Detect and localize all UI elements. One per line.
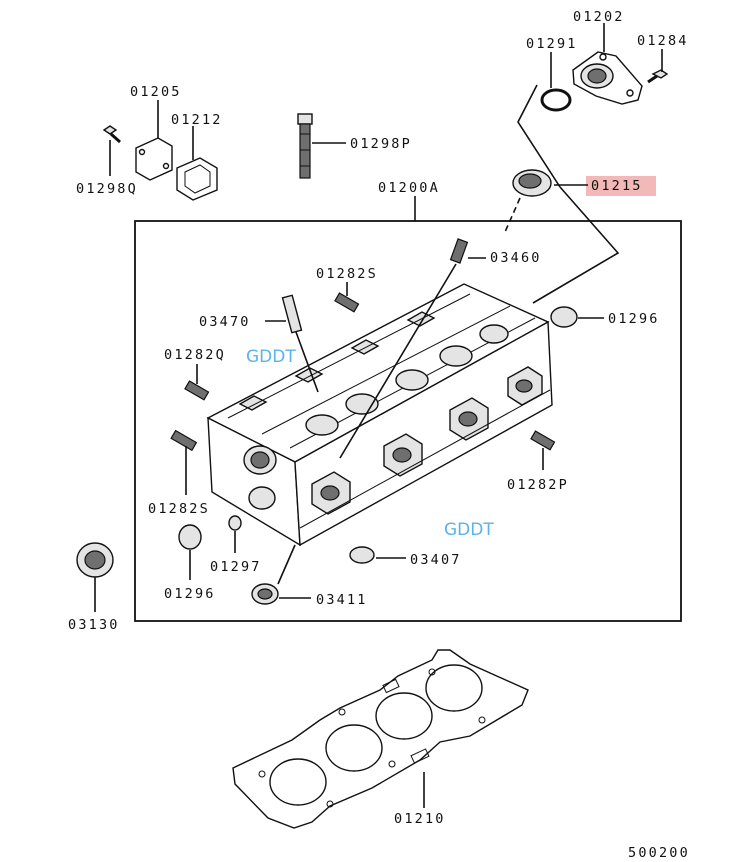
watermark-gddt-2: GDDT xyxy=(444,520,494,540)
label-01298Q: 01298Q xyxy=(76,181,138,197)
label-03130: 03130 xyxy=(68,617,120,633)
stud-01282S-top[interactable] xyxy=(334,292,360,313)
label-03470: 03470 xyxy=(199,314,251,330)
stud-01282P[interactable] xyxy=(530,430,556,451)
head-gasket-01210[interactable] xyxy=(232,649,529,829)
label-03460: 03460 xyxy=(490,250,542,266)
oil-seal-01215[interactable] xyxy=(512,169,552,197)
label-01284: 01284 xyxy=(637,33,689,49)
label-01210: 01210 xyxy=(394,811,446,827)
label-01282Q: 01282Q xyxy=(164,347,226,363)
label-01215: 01215 xyxy=(591,178,643,194)
label-01296-right: 01296 xyxy=(608,311,660,327)
plug-01297[interactable] xyxy=(228,515,242,531)
label-03407: 03407 xyxy=(410,552,462,568)
plug-01296-left[interactable] xyxy=(178,524,202,550)
cover-plate-01205[interactable] xyxy=(135,137,173,181)
bolt-01298P[interactable] xyxy=(297,113,313,179)
label-01297: 01297 xyxy=(210,559,262,575)
stud-03460[interactable] xyxy=(449,238,469,264)
oil-seal-03130[interactable] xyxy=(76,542,114,578)
stud-01282S-bottom[interactable] xyxy=(170,429,198,452)
label-03411: 03411 xyxy=(316,592,368,608)
label-01282S-bottom: 01282S xyxy=(148,501,210,517)
part-highlight-01215 xyxy=(586,176,656,196)
label-01298P: 01298P xyxy=(350,136,412,152)
seal-03411[interactable] xyxy=(251,583,279,605)
label-01291: 01291 xyxy=(526,36,578,52)
label-01205: 01205 xyxy=(130,84,182,100)
water-outlet-fitting-01202[interactable] xyxy=(572,51,643,105)
gasket-01212[interactable] xyxy=(176,157,218,201)
bolt-01298Q[interactable] xyxy=(102,125,121,144)
seal-03407[interactable] xyxy=(349,546,375,564)
watermark-gddt-1: GDDT xyxy=(246,347,296,367)
label-01282S-top: 01282S xyxy=(316,266,378,282)
dowel-03470[interactable] xyxy=(281,294,303,334)
label-01202: 01202 xyxy=(573,9,625,25)
label-01282P: 01282P xyxy=(507,477,569,493)
o-ring-01291[interactable] xyxy=(540,88,572,112)
label-01200A: 01200A xyxy=(378,180,440,196)
label-01296-left: 01296 xyxy=(164,586,216,602)
cylinder-head-01200A[interactable] xyxy=(206,283,553,547)
label-01212: 01212 xyxy=(171,112,223,128)
stud-01282Q[interactable] xyxy=(184,380,210,401)
cylinder-head-assembly-frame xyxy=(134,220,682,622)
plug-01296-right[interactable] xyxy=(550,306,578,328)
diagram-code: 500200 xyxy=(628,845,690,861)
bolt-01284[interactable] xyxy=(647,69,669,84)
